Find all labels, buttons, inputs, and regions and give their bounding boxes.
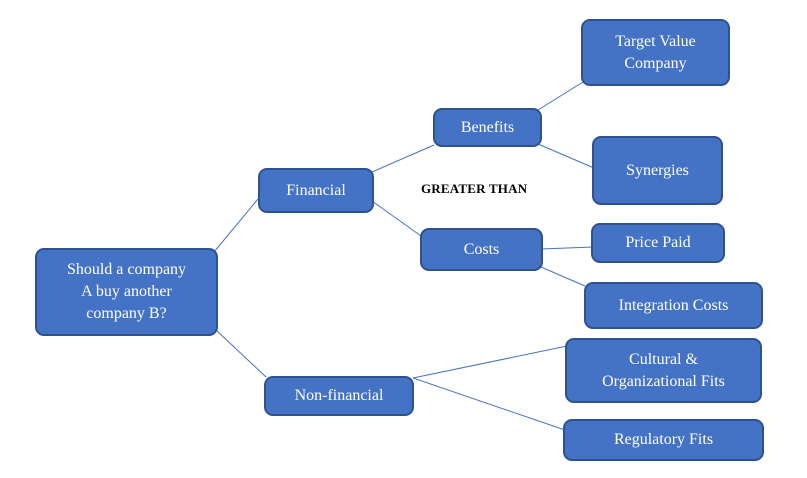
connector-root-financial bbox=[213, 198, 259, 253]
connector-costs-pricepaid bbox=[540, 246, 594, 250]
connector-costs-integration bbox=[540, 266, 586, 287]
connector-nonfinancial-cultural bbox=[412, 345, 568, 379]
connector-benefits-synergies bbox=[537, 143, 595, 169]
non-financial-node: Non-financial bbox=[264, 376, 414, 416]
target-value-company-node: Target Value Company bbox=[581, 19, 730, 86]
connector-benefits-target bbox=[537, 81, 584, 111]
root-question-node: Should a company A buy another company B… bbox=[35, 248, 218, 336]
costs-node: Costs bbox=[420, 228, 543, 271]
greater-than-label: GREATER THAN bbox=[421, 181, 528, 196]
connector-financial-costs bbox=[371, 200, 422, 237]
regulatory-fits-node: Regulatory Fits bbox=[563, 419, 764, 461]
benefits-node: Benefits bbox=[433, 108, 542, 147]
connector-financial-benefits bbox=[371, 144, 435, 173]
connector-root-nonfinancial bbox=[216, 330, 267, 378]
cultural-organizational-fits-node: Cultural & Organizational Fits bbox=[565, 338, 762, 403]
financial-node: Financial bbox=[258, 168, 374, 213]
price-paid-node: Price Paid bbox=[591, 223, 725, 263]
synergies-node: Synergies bbox=[592, 136, 723, 205]
connector-nonfinancial-regulatory bbox=[412, 377, 566, 431]
integration-costs-node: Integration Costs bbox=[584, 282, 763, 329]
